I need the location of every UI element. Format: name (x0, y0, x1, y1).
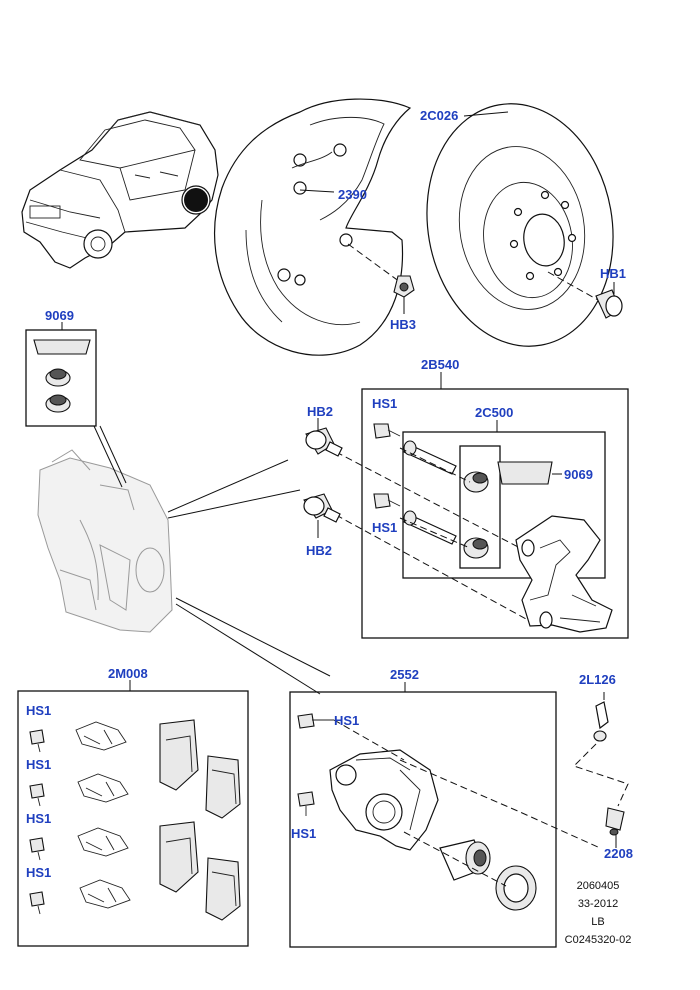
label-hs1-pads-4: HS1 (26, 865, 51, 880)
brake-caliper-box (289, 682, 601, 948)
label-2l126: 2L126 (579, 672, 616, 687)
label-2m008: 2M008 (108, 666, 148, 681)
label-hs1-caliper-upper: HS1 (334, 713, 359, 728)
brake-backing-plate (213, 98, 412, 356)
label-hb1: HB1 (600, 266, 626, 281)
label-hs1-caliper-lower: HS1 (291, 826, 316, 841)
label-hs1-bracket-lower: HS1 (372, 520, 397, 535)
rear-wheel-highlight (184, 188, 208, 212)
label-2c026: 2C026 (420, 108, 458, 123)
vehicle-illustration (21, 111, 219, 269)
label-hb2-lower: HB2 (306, 543, 332, 558)
kit-9069-box (25, 322, 97, 427)
brake-pads-box (17, 680, 249, 947)
hb3-bolt (347, 243, 415, 314)
label-hs1-pads-2: HS1 (26, 757, 51, 772)
caliper-bracket-box (335, 372, 629, 639)
label-2b540: 2B540 (421, 357, 459, 372)
brake-disc (426, 103, 614, 347)
label-9069-kit: 9069 (564, 467, 593, 482)
label-hb3: HB3 (390, 317, 416, 332)
hb1-bolt (595, 282, 623, 319)
ref-line-3: LB (591, 916, 604, 928)
label-2c500: 2C500 (475, 405, 513, 420)
ref-line-4: C0245320-02 (565, 934, 632, 946)
hb2-bolts (303, 418, 343, 538)
label-9069-top: 9069 (45, 308, 74, 323)
label-2208: 2208 (604, 846, 633, 861)
callout-labels: 2390 2C026 HB1 HB3 9069 2B540 2C500 9069… (26, 108, 633, 880)
label-hb2-upper: HB2 (307, 404, 333, 419)
bleed-screw-and-cap (573, 692, 629, 848)
ref-line-2: 33-2012 (578, 898, 618, 910)
reference-block: 2060405 33-2012 LB C0245320-02 (565, 880, 632, 946)
label-hs1-bracket-upper: HS1 (372, 396, 397, 411)
caliper-assembly-ghost (37, 425, 331, 695)
ref-line-1: 2060405 (577, 880, 620, 892)
label-2552: 2552 (390, 667, 419, 682)
label-hs1-pads-1: HS1 (26, 703, 51, 718)
label-hs1-pads-3: HS1 (26, 811, 51, 826)
label-2390: 2390 (338, 187, 367, 202)
